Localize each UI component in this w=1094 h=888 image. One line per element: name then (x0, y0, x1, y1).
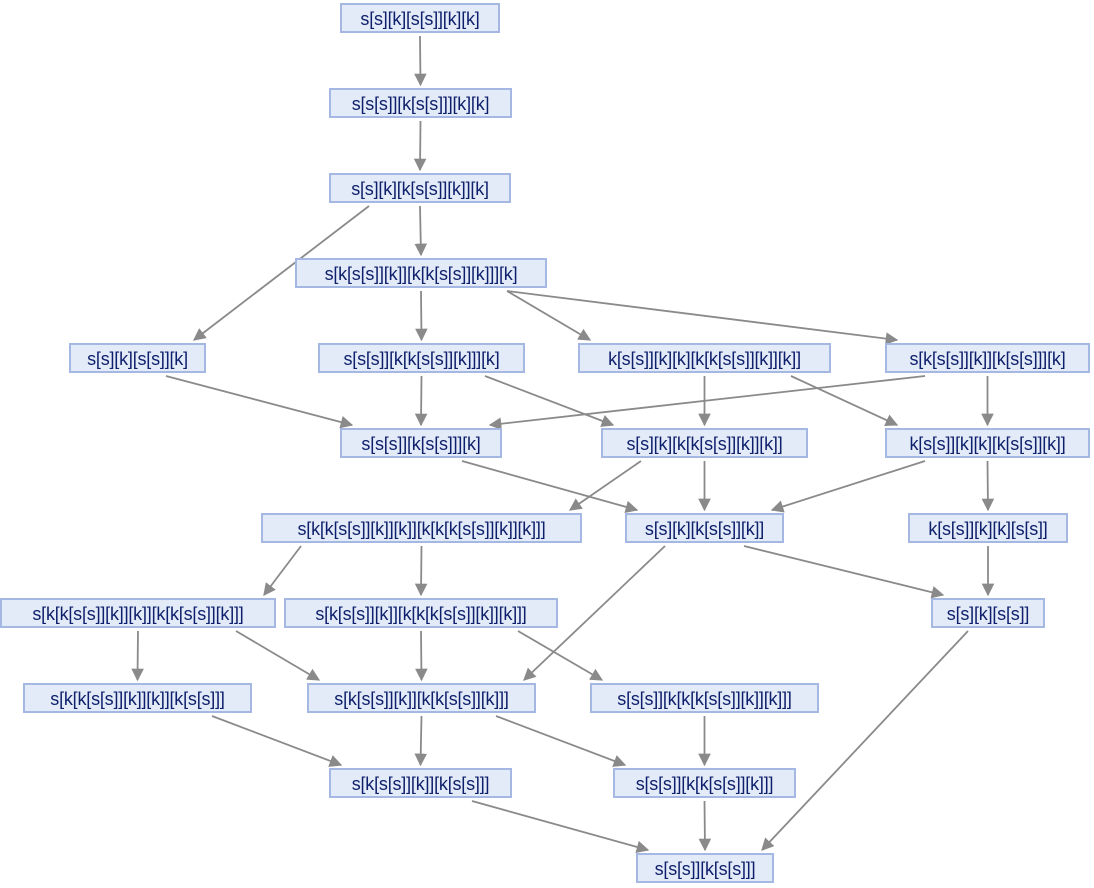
edge-n3-n6 (506, 290, 592, 341)
edge-n11-n15 (414, 545, 428, 597)
node-n10: k[s[s]][k][k][k[s[s]][k]] (885, 428, 1090, 458)
edge-n18-n20 (414, 715, 428, 767)
edge-n14-n18 (235, 630, 321, 681)
node-n11: s[k[k[s[s]][k]][k]][k[k[k[s[s]][k]][k]]] (261, 513, 582, 543)
node-n13: k[s[s]][k][k][s[s]] (908, 513, 1068, 543)
node-n4: s[s][k][s[s]][k] (69, 343, 206, 373)
edge-n0-n1 (414, 35, 427, 87)
edge-n1-n2 (413, 120, 427, 172)
edge-n3-n5 (415, 290, 428, 342)
edge-n20-n22 (471, 800, 650, 854)
node-n6: k[s[s]][k][k][k[k[s[s]][k]][k]] (578, 343, 831, 373)
edge-n5-n8 (414, 375, 428, 427)
node-n1: s[s[s]][k[s[s]]][k][k] (329, 88, 512, 118)
edge-n2-n3 (414, 205, 428, 257)
edge-n10-n13 (981, 460, 995, 512)
edge-n15-n19 (517, 630, 604, 681)
node-n20: s[k[s[s]][k]][k[s[s]]] (329, 768, 512, 798)
edge-n18-n21 (495, 715, 627, 767)
edge-n3-n7 (506, 290, 899, 345)
node-n18: s[k[s[s]][k]][k[k[s[s]][k]]] (307, 683, 536, 713)
node-n8: s[s[s]][k[s[s]]][k] (340, 428, 502, 458)
edge-n16-n22 (761, 630, 969, 851)
node-n12: s[s][k][k[s[s]][k]] (625, 513, 784, 543)
edge-n8-n12 (461, 460, 639, 514)
node-n19: s[s[s]][k[k[k[s[s]][k]][k]]] (590, 683, 819, 713)
node-n2: s[s][k][k[s[s]][k]][k] (329, 173, 511, 203)
node-n5: s[s[s]][k[k[s[s]][k]]][k] (318, 343, 525, 373)
node-n22: s[s[s]][k[s[s]]] (636, 853, 774, 883)
node-n9: s[s][k][k[k[s[s]][k]][k]] (601, 428, 808, 458)
edge-n14-n17 (131, 630, 144, 682)
node-n0: s[s][k][s[s]][k][k] (340, 3, 500, 33)
edge-n6-n10 (790, 375, 899, 426)
edge-n11-n14 (263, 545, 302, 597)
node-n21: s[s[s]][k[k[s[s]][k]]] (613, 768, 796, 798)
edge-n12-n16 (743, 545, 945, 599)
edge-n2-n4 (192, 205, 370, 341)
node-n14: s[k[k[s[s]][k]][k]][k[k[s[s]][k]]] (0, 598, 276, 628)
node-n3: s[k[s[s]][k]][k[k[s[s]][k]]][k] (295, 258, 547, 288)
edge-n21-n22 (698, 800, 712, 852)
edge-n7-n8 (488, 375, 926, 430)
edge-n4-n8 (165, 375, 354, 429)
node-n17: s[k[k[s[s]][k]][k]][k[s[s]]] (23, 683, 252, 713)
edge-n5-n9 (484, 375, 615, 427)
edge-n15-n18 (415, 630, 428, 682)
node-n15: s[k[s[s]][k]][k[k[k[s[s]][k]][k]]] (284, 598, 558, 628)
node-n7: s[k[s[s]][k]][k[s[s]]][k] (885, 343, 1090, 373)
edge-n17-n20 (211, 715, 343, 767)
edge-n9-n11 (568, 460, 642, 511)
edge-n10-n12 (770, 460, 926, 513)
node-n16: s[s][k][s[s]] (931, 598, 1045, 628)
edge-n12-n18 (523, 545, 666, 681)
